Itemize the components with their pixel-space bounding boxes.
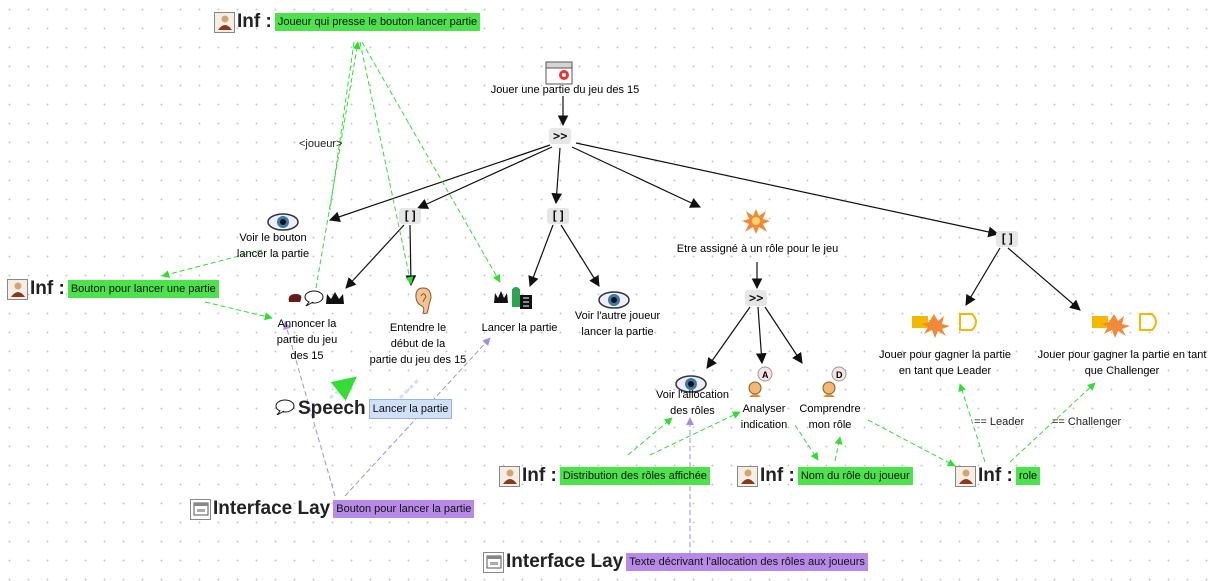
edge-label-challenger: == Challenger	[1052, 416, 1122, 428]
information-distribution[interactable]: Inf : Distribution des rôles affichée	[499, 465, 710, 487]
ear-icon	[413, 286, 435, 321]
information-joueur[interactable]: Inf : Joueur qui presse le bouton lancer…	[214, 11, 481, 33]
information-nom-role[interactable]: Inf : Nom du rôle du joueur	[737, 465, 913, 487]
information-edges	[161, 41, 1096, 467]
person-icon	[737, 465, 758, 487]
annotation-value: Bouton pour lancer une partie	[67, 280, 219, 298]
operator-choice-2[interactable]: []	[547, 208, 570, 224]
task-assigne[interactable]: Etre assigné à un rôle pour le jeu	[676, 243, 839, 255]
operator-sequence-root[interactable]: >>	[549, 128, 572, 144]
person-icon	[955, 465, 976, 487]
annotation-key: Inf :	[237, 11, 272, 32]
svg-text:D: D	[836, 370, 843, 380]
annotation-value: role	[1015, 467, 1041, 485]
annotation-value: Lancer la partie	[368, 399, 453, 419]
information-bouton[interactable]: Inf : Bouton pour lancer une partie	[7, 278, 219, 300]
annotation-value: Nom du rôle du joueur	[797, 467, 913, 485]
annotation-value: Bouton pour lancer la partie	[333, 500, 475, 518]
information-role[interactable]: Inf : role	[955, 465, 1041, 487]
annotation-key: Inf :	[760, 465, 795, 486]
analyze-icon: A	[746, 366, 774, 403]
edge-label-leader: == Leader	[974, 416, 1025, 428]
annotation-key: Inf :	[30, 278, 65, 299]
eye-icon	[674, 374, 708, 399]
task-voir-bouton[interactable]: Voir le bouton lancer la partie	[236, 232, 310, 260]
operator-sequence-2[interactable]: >>	[745, 290, 768, 306]
person-icon	[214, 11, 235, 33]
interaction-icon	[492, 285, 534, 320]
annotation-value: Texte décrivant l'allocation des rôles a…	[626, 553, 868, 571]
annotation-key: Inf :	[978, 465, 1013, 486]
task-voir-alloc[interactable]: Voir l'allocation des rôles	[655, 389, 730, 417]
annotation-key: Speech	[298, 398, 366, 419]
eye-icon	[266, 212, 300, 237]
task-root[interactable]: Jouer une partie du jeu des 15	[490, 84, 640, 96]
task-annoncer[interactable]: Annoncer la partie du jeu des 15	[276, 318, 338, 362]
task-challenger[interactable]: Jouer pour gagner la partie en tant que …	[1037, 349, 1207, 377]
annotation-key: Interface Lay	[506, 551, 624, 572]
operator-choice-3[interactable]: []	[996, 231, 1019, 247]
task-entendre[interactable]: Entendre le début de la partie du jeu de…	[369, 322, 467, 366]
task-analyser[interactable]: Analyser indication	[740, 403, 788, 431]
strategy-icon	[1090, 310, 1160, 345]
abstract-task-icon	[544, 60, 574, 91]
speech-edges	[329, 376, 422, 401]
task-voir-autre[interactable]: Voir l'autre joueur lancer la partie	[574, 310, 661, 338]
task-comprendre[interactable]: Comprendre mon rôle	[799, 403, 861, 431]
decide-icon: D	[820, 366, 848, 403]
annotation-key: Interface Lay	[213, 498, 331, 519]
interface-layout-bouton[interactable]: Interface Lay Bouton pour lancer la part…	[190, 498, 475, 520]
task-lancer[interactable]: Lancer la partie	[481, 322, 558, 334]
window-icon	[190, 498, 211, 520]
splash-icon	[741, 207, 771, 240]
window-icon	[483, 551, 504, 573]
speech-annotation[interactable]: Speech Lancer la partie	[274, 398, 453, 420]
svg-text:A: A	[762, 370, 769, 380]
person-icon	[499, 465, 520, 487]
strategy-icon	[910, 310, 980, 345]
annotation-key: Inf :	[522, 465, 557, 486]
operator-choice-1[interactable]: []	[399, 208, 422, 224]
annotation-value: Distribution des rôles affichée	[559, 467, 710, 485]
task-leader[interactable]: Jouer pour gagner la partie en tant que …	[878, 349, 1012, 377]
annotation-value: Joueur qui presse le bouton lancer parti…	[274, 13, 481, 31]
interface-layout-texte[interactable]: Interface Lay Texte décrivant l'allocati…	[483, 551, 868, 573]
speech-bubble-icon	[286, 288, 344, 313]
person-icon	[7, 278, 28, 300]
hierarchy-edges	[328, 96, 1081, 369]
eye-icon	[597, 290, 631, 315]
speech-bubble-icon	[274, 399, 296, 420]
edge-label-joueur: <joueur>	[299, 138, 343, 150]
